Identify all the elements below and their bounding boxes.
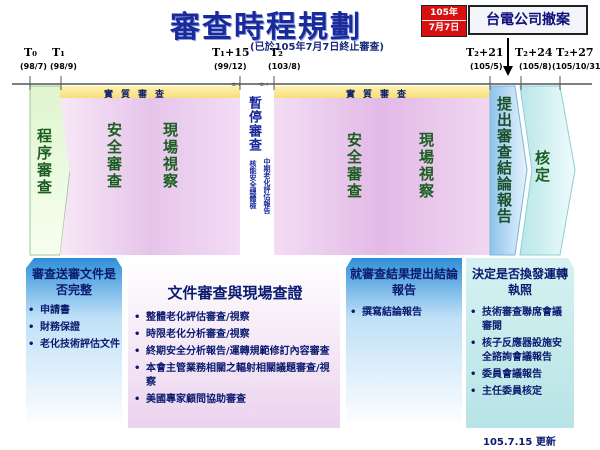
left-review-block — [60, 96, 240, 255]
tick-t2-date: (103/8) — [268, 62, 301, 71]
svg-text:≈: ≈ — [258, 78, 269, 93]
list-item: 整體老化評估審查/視察 — [134, 311, 336, 325]
document-review-box: 文件審查與現場查證 整體老化評估審查/視察 時限老化分析審查/視察 終期安全分析… — [134, 282, 336, 410]
pause-note-safety-check: 核能安全總體檢 — [249, 160, 257, 209]
withdraw-label: 台電公司撤案 — [468, 5, 588, 35]
list-item: 申請書 — [28, 304, 120, 318]
right-review-block — [274, 96, 490, 255]
initial-review-arrow — [29, 85, 71, 256]
pause-review-label: 暫停審查 — [246, 96, 261, 152]
tick-t0: T₀ — [24, 46, 38, 59]
tick-t0-date: (98/7) — [20, 62, 47, 71]
left-site-inspection-label: 現場視察 — [161, 122, 179, 190]
tick-t1-15: T₁+15 — [212, 46, 250, 59]
tick-t1-date: (98/9) — [50, 62, 77, 71]
tick-t2-21-date: (105/5) — [470, 62, 503, 71]
tick-t2-24-date: (105/8) — [519, 62, 552, 71]
pause-note-aging: 中期老化評估報告 — [263, 158, 271, 214]
document-review-list: 整體老化評估審查/視察 時限老化分析審查/視察 終期安全分析報告/運轉規範修訂內… — [134, 311, 336, 407]
approval-label: 核定 — [533, 150, 551, 184]
tick-t2: T₂ — [270, 46, 284, 59]
decision-box: 決定是否換發運轉執照 技術審查聯席會議審閱 核子反應器設施安全諮詢會議報告 委員… — [470, 266, 570, 402]
tick-t2-24: T₂+24 — [515, 46, 553, 59]
right-band — [274, 86, 490, 98]
completeness-box: 審查送審文件是否完整 申請書 財務保證 老化技術評估文件 — [28, 266, 120, 355]
band-label-left: 實質審查 — [104, 90, 173, 100]
decision-title: 決定是否換發運轉執照 — [471, 267, 568, 297]
conclusion-arrow — [489, 85, 528, 256]
withdraw-pointer-arrow — [503, 66, 513, 76]
conclusion-title: 就審查結果提出結論報告 — [350, 267, 459, 297]
conclusion-box-bg — [346, 258, 462, 428]
tick-t1-15-date: (99/12) — [214, 62, 247, 71]
completeness-list: 申請書 財務保證 老化技術評估文件 — [28, 304, 120, 352]
tick-t2-27: T₂+27 — [556, 46, 594, 59]
tick-t1: T₁ — [52, 46, 66, 59]
page-subtitle: (已於105年7月7日終止審查) — [250, 42, 384, 53]
updated-date: 105.7.15 更新 — [483, 437, 556, 448]
tick-t2-21: T₂+21 — [466, 46, 504, 59]
list-item: 老化技術評估文件 — [28, 338, 120, 352]
list-item: 技術審查聯席會議審閱 — [470, 306, 570, 334]
badge-day: 7月7日 — [428, 23, 460, 33]
list-item: 時限老化分析審查/視察 — [134, 328, 336, 342]
conclusion-report-label: 提出審查結論報告 — [495, 96, 513, 224]
list-item: 主任委員核定 — [470, 385, 570, 399]
list-item: 本會主管業務相關之輻射相關議題審查/視察 — [134, 362, 336, 390]
list-item: 委員會議報告 — [470, 368, 570, 382]
list-item: 財務保證 — [28, 321, 120, 335]
left-safety-review-label: 安全審查 — [105, 122, 123, 190]
withdraw-date-badge: 105年 7月7日 — [421, 5, 467, 37]
list-item: 撰寫結論報告 — [350, 306, 458, 320]
right-site-inspection-label: 現場視察 — [417, 132, 435, 200]
list-item: 終期安全分析報告/運轉規範修訂內容審查 — [134, 345, 336, 359]
decision-list: 技術審查聯席會議審閱 核子反應器設施安全諮詢會議報告 委員會議報告 主任委員核定 — [470, 306, 570, 399]
left-band — [60, 86, 240, 98]
list-item: 美國專家顧問協助審查 — [134, 393, 336, 407]
conclusion-box: 就審查結果提出結論報告 撰寫結論報告 — [350, 266, 458, 323]
conclusion-list: 撰寫結論報告 — [350, 306, 458, 320]
initial-review-label: 程序審查 — [35, 128, 53, 196]
svg-text:≈: ≈ — [230, 78, 241, 93]
page-title: 審查時程規劃 — [170, 10, 362, 45]
right-safety-review-label: 安全審查 — [345, 132, 363, 200]
band-label-right: 實質審查 — [346, 90, 415, 100]
badge-year: 105年 — [422, 6, 466, 21]
list-item: 核子反應器設施安全諮詢會議報告 — [470, 337, 570, 365]
document-review-title: 文件審查與現場查證 — [167, 284, 303, 302]
pause-block — [240, 86, 274, 255]
tick-t2-27-date: (105/10/31) — [552, 62, 600, 71]
completeness-title: 審查送審文件是否完整 — [31, 267, 116, 297]
